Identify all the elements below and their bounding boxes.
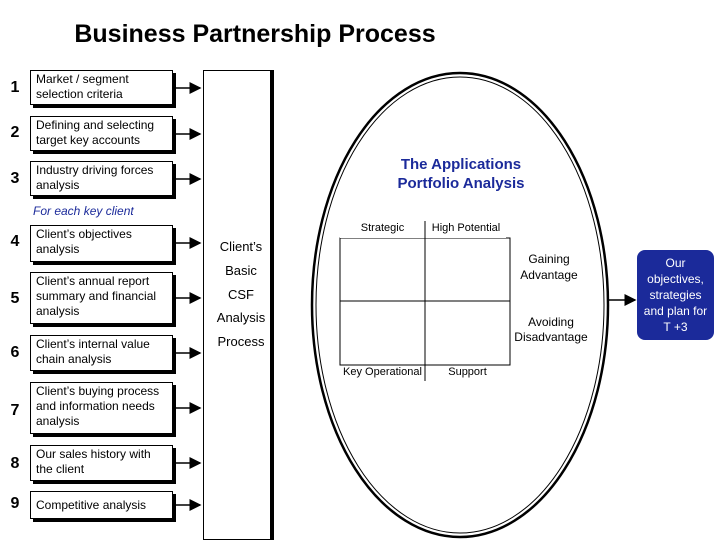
top-label-bar: [340, 221, 506, 238]
quadrant-label-support: Support: [448, 366, 487, 378]
gaining-advantage-line: Gaining: [528, 252, 570, 266]
step-box: Client’s objectives analysis: [30, 225, 173, 262]
center-label-line: CSF: [228, 287, 254, 302]
step-number: 9: [10, 495, 20, 512]
step-number: 5: [10, 290, 20, 307]
portfolio-title-line: The Applications: [400, 156, 522, 173]
step-box: Competitive analysis: [30, 491, 173, 519]
step-number: 1: [10, 79, 20, 96]
step-box: Market / segment selection criteria: [30, 70, 173, 105]
center-label-line: Analysis: [216, 310, 266, 325]
step-box: Defining and selecting target key accoun…: [30, 116, 173, 151]
step-number: 6: [10, 344, 20, 361]
center-label-line: Process: [217, 334, 265, 349]
avoiding-disadvantage-line: Disadvantage: [514, 330, 588, 344]
objectives-box: Our objectives, strategies and plan for …: [637, 250, 714, 340]
step-box: Client’s buying process and information …: [30, 382, 173, 434]
quadrant-label-key-operational: Key Operational: [343, 366, 422, 378]
step-number: 7: [10, 402, 20, 419]
step-number: 3: [10, 170, 20, 187]
gaining-advantage-line: Advantage: [520, 268, 578, 282]
portfolio-ellipse-inner: [315, 76, 605, 534]
quadrant-label-strategic: Strategic: [360, 222, 405, 234]
page-title: Business Partnership Process: [74, 20, 436, 48]
for-each-note: For each key client: [33, 204, 134, 218]
step-box: Client’s internal value chain analysis: [30, 335, 173, 371]
center-label-line: Client’s: [219, 239, 263, 254]
portfolio-ellipse: [310, 71, 610, 539]
step-box: Our sales history with the client: [30, 445, 173, 481]
step-box: Client’s annual report summary and finan…: [30, 272, 173, 324]
step-number: 4: [10, 233, 20, 250]
portfolio-title-line: Portfolio Analysis: [397, 175, 525, 192]
step-number: 2: [10, 124, 20, 141]
step-number: 8: [10, 455, 20, 472]
quadrant-label-high-potential: High Potential: [431, 222, 501, 234]
step-box: Industry driving forces analysis: [30, 161, 173, 196]
center-label-line: Basic: [225, 263, 257, 278]
avoiding-disadvantage-line: Avoiding: [528, 315, 574, 329]
